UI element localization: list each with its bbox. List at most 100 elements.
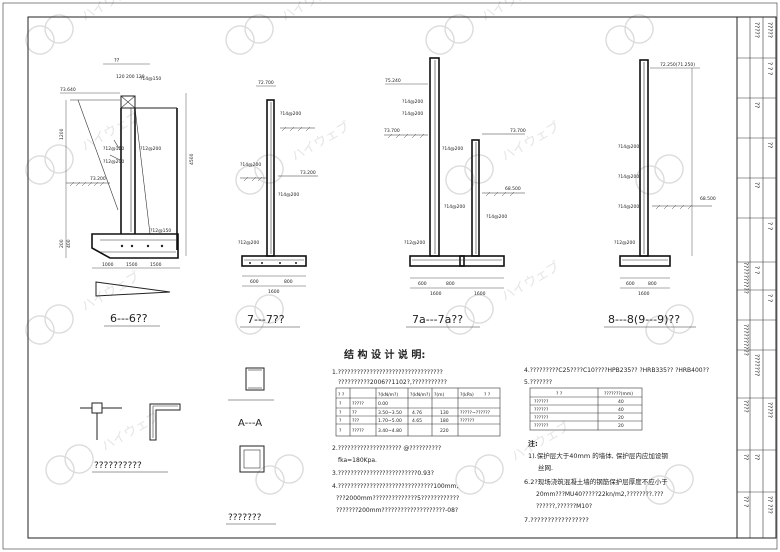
- title-cell-14: ??: [753, 454, 760, 460]
- soil-r2-c4: 180: [440, 418, 449, 424]
- soil-th-4: ?(kPa): [460, 392, 474, 398]
- note-4c: ???????200mm????????????????????-08?: [336, 507, 458, 514]
- title-cell-10: ??????????: [742, 262, 749, 294]
- soil-r0-c2: 0.00: [378, 401, 388, 407]
- detail-aa-caption: A---A: [238, 418, 262, 429]
- note-3: 3.?????????????????????????0.93?: [332, 470, 434, 477]
- section-7-caption: 7---7??: [247, 313, 285, 326]
- soil-th-5: ? ?: [484, 392, 491, 398]
- note-right-1: 4.?????????C25????C10????HPB235?? ?HRB33…: [524, 367, 709, 374]
- soil-r1-c2: 3.50~3.50: [378, 410, 402, 416]
- svg-text:ハイウェブ: ハイウェブ: [279, 0, 343, 25]
- title-cell-7: ? ?: [766, 222, 773, 230]
- cover-r3-c0: ??????: [534, 423, 549, 429]
- title-cell-1: ?????: [766, 22, 773, 38]
- soil-r1-c5: ?????~??????: [460, 410, 491, 416]
- soil-th-0: ? ?: [338, 392, 345, 398]
- note-b: 6.2?现场浇筑混凝土墙的钢筋保护层厚度不应小于: [524, 477, 668, 486]
- s6-dim-bottom-2: 1500: [150, 262, 162, 268]
- soil-th-1: ?(kN/m?): [378, 392, 398, 398]
- section-7a-caption: 7a---7a??: [412, 313, 463, 326]
- note-a: 1).保护层大于40mm 的墙体, 保护层内应加设钢: [528, 451, 668, 460]
- cover-r3-c1: 20: [618, 423, 624, 429]
- note-b2: 20mm???MU40?????22kn/m2,????????.???: [536, 491, 663, 498]
- s6-dim-left-0: 1200: [59, 128, 65, 140]
- soil-r0-c0: ?: [339, 401, 342, 407]
- detail-left: ??????????: [80, 402, 168, 473]
- soil-r2-c2: 1.70~5.00: [378, 418, 402, 424]
- svg-text:ハイウェブ: ハイウェブ: [499, 118, 563, 164]
- cover-table: ? ? ???????(mm) ?????? 40 ?????? 40 ????…: [529, 387, 643, 431]
- title-cell-18: ?? ?: [742, 496, 749, 507]
- s7a-elev-low: 68.500: [505, 186, 521, 192]
- soil-r2-c1: ???: [352, 418, 360, 424]
- s7a-dim-0: 1600: [430, 291, 442, 297]
- title-cell-9: ? ?: [766, 294, 773, 302]
- note-1: 1.?????????????????????????????????: [332, 369, 443, 376]
- s8-rebar-3: ?12@200: [614, 240, 635, 246]
- note-right-2: 5.???????: [524, 379, 552, 386]
- cover-r2-c0: ??????: [534, 415, 549, 421]
- note-label: 注:: [528, 439, 538, 448]
- cover-r1-c0: ??????: [534, 407, 549, 413]
- title-cell-3: ? ? ?: [766, 62, 773, 75]
- s8-rebar-1: ?14@200: [618, 174, 639, 180]
- s7a-dim-3: 800: [446, 281, 455, 287]
- title-cell-5: ??: [766, 142, 773, 148]
- section-6-caption: 6---6??: [110, 312, 148, 325]
- s6-rebar-0: ?14@150: [140, 76, 161, 82]
- s6-dim-right: 4500: [189, 153, 195, 165]
- s6-rebar-1: ?12@150: [103, 146, 124, 152]
- svg-text:ハイウェブ: ハイウェブ: [499, 258, 563, 304]
- title-cell-13: ?????: [766, 402, 773, 418]
- s6-rebar-3: ?12@200: [103, 159, 124, 165]
- s6-elev-ground: 73.200: [90, 176, 106, 182]
- s7a-rebar-4: ?14@200: [486, 214, 507, 220]
- s8-rebar-0: ?14@200: [618, 144, 639, 150]
- s7a-elev-mid: 73.700: [384, 128, 400, 134]
- inner-border: [27, 16, 777, 539]
- soil-r2-c5: ??????: [460, 418, 475, 424]
- s7-elev-top: 72.700: [258, 80, 274, 86]
- s8-elev-top: 72.250(71.250): [660, 62, 695, 68]
- soil-r3-c1: ?????: [352, 428, 365, 434]
- svg-text:ハイウェブ: ハイウェブ: [79, 268, 143, 314]
- cover-r0-c0: ??????: [534, 399, 549, 405]
- note-7: 7.?????????????????: [524, 516, 589, 524]
- s6-dim-left-3: 400: [66, 239, 72, 248]
- cover-r2-c1: 20: [618, 415, 624, 421]
- soil-r1-c3: 4.76: [412, 410, 422, 416]
- note-b3: ??????,??????M10?: [536, 503, 592, 510]
- s7a-rebar-3: ?14@200: [444, 204, 465, 210]
- detail-corner: [149, 403, 181, 441]
- svg-text:ハイウェブ: ハイウェブ: [289, 118, 353, 164]
- svg-text:ハイウェブ: ハイウェブ: [479, 0, 543, 25]
- design-notes: 结 构 设 计 说 明: 1.?????????????????????????…: [332, 348, 709, 524]
- title-cell-12: ???????: [753, 354, 760, 376]
- s8-dim-1: 600: [626, 281, 635, 287]
- title-cell-8: ? ?: [753, 266, 760, 274]
- title-cell-4: ??: [753, 102, 760, 108]
- cover-th-1: ???????(mm): [604, 391, 633, 397]
- s8-elev-ground: 68.500: [700, 196, 716, 202]
- s6-dim-bottom-0: 1000: [102, 262, 114, 268]
- note-a2: 丝网.: [538, 463, 553, 472]
- soil-r2-c3: 4.65: [412, 418, 422, 424]
- section-7a-drawing: 75.240 73.700 73.700 68.500 ?14@200 ?14@…: [384, 57, 526, 328]
- note-4b: ???2000mm??????????????5????????????: [336, 495, 459, 502]
- soil-r3-c4: 220: [440, 428, 449, 434]
- s7a-dim-1: 1600: [474, 291, 486, 297]
- s7a-rebar-0: ?14@200: [402, 99, 423, 105]
- note-2b: fka=180Kpa.: [338, 457, 377, 464]
- s7a-elev-right: 73.700: [510, 128, 526, 134]
- s6-rebar-4: ?12@150: [150, 228, 171, 234]
- s7-rebar-0: ?14@200: [280, 111, 301, 117]
- s6-elev-top: 73.640: [60, 87, 76, 93]
- s7-dim-1: 600: [250, 279, 259, 285]
- title-cell-16: ????: [742, 400, 749, 413]
- s6-rebar-2: ?12@200: [140, 146, 161, 152]
- s6-top-dim-0: 120 200 120: [116, 74, 145, 80]
- s6-top-dim-1: ??: [114, 58, 120, 64]
